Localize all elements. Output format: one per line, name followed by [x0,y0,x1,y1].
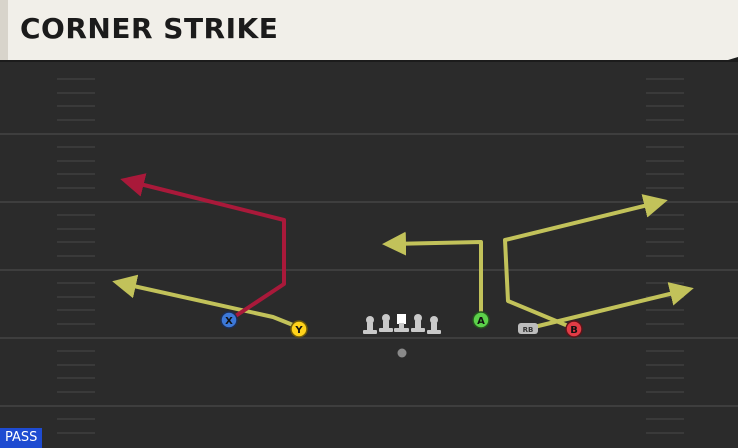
a-label: A [477,316,485,327]
a-button-icon: A [472,311,490,329]
y-label: Y [294,325,303,336]
title-bar-accent [0,0,8,60]
lineman-icon [411,314,425,332]
play-type-badge: PASS [0,428,43,448]
title-bar [0,0,738,60]
b-route [503,194,668,330]
offensive-line [363,314,441,334]
x-label: X [225,316,233,327]
hash-marks-left [57,78,95,434]
center-icon [394,314,409,332]
rb-marker: RB [518,323,538,334]
yard-lines [0,133,738,407]
play-title: CORNER STRIKE [20,12,279,45]
lineman-icon [363,316,377,334]
x-button-icon: X [220,311,238,329]
y-button-icon: Y [290,320,308,338]
rb-label: RB [523,326,534,334]
lineman-icon [379,314,393,332]
lineman-icon [427,316,441,334]
rb-route [528,282,694,330]
quarterback-dot [397,348,407,358]
x-route [120,173,286,321]
hash-marks-right [646,78,684,434]
b-label: B [570,325,578,336]
y-route [112,274,300,329]
a-route [382,231,483,319]
play-field: RB X Y A B [0,78,738,434]
b-button-icon: B [565,320,583,338]
